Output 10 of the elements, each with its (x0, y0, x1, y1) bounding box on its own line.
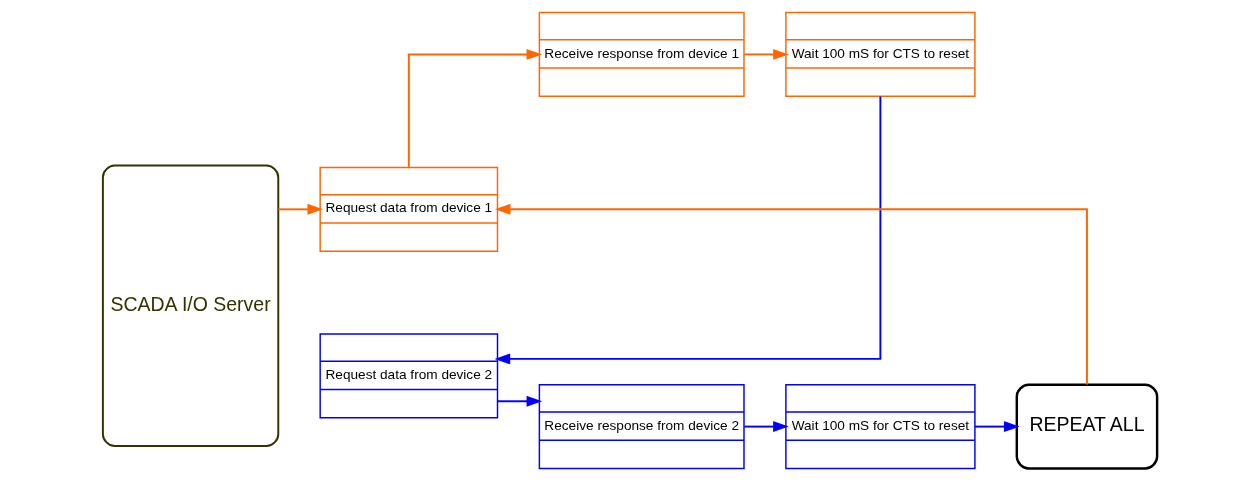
arrow (742, 421, 789, 433)
arrow (973, 421, 1020, 433)
arrow (742, 48, 789, 60)
node-box: SCADA I/O Server (101, 164, 279, 448)
node-box: REPEAT ALL (1015, 383, 1158, 470)
arrow (494, 95, 881, 365)
arrow (494, 203, 1088, 386)
arrow (407, 48, 542, 169)
arrow (496, 395, 542, 407)
arrow (276, 203, 323, 215)
